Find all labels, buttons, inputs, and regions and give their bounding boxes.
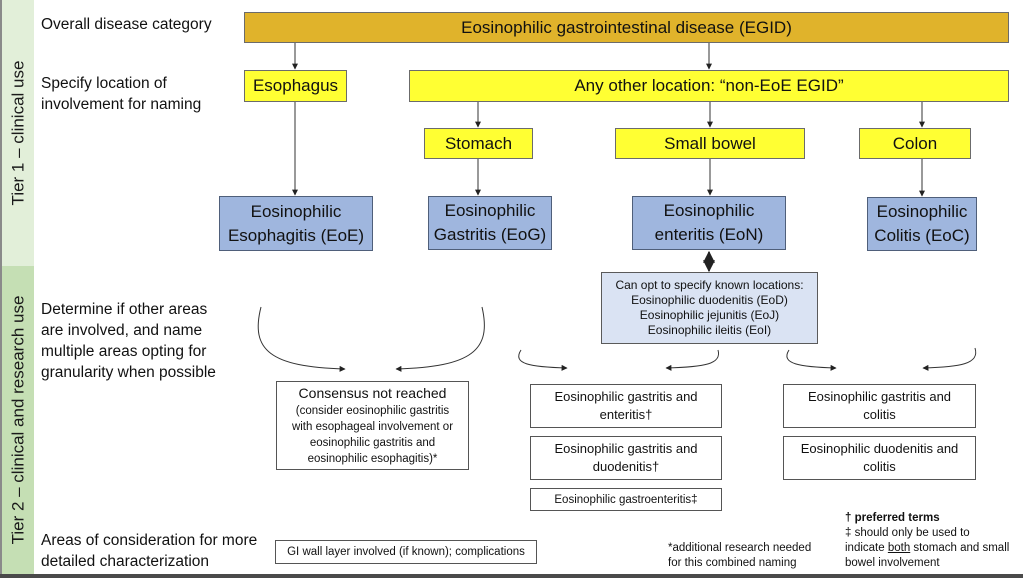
- specify-locations-line: Eosinophilic ileitis (EoI): [647, 323, 772, 337]
- row-label-areas: Areas of consideration for more detailed…: [41, 530, 257, 572]
- combined-term-line: Eosinophilic gastritis and: [807, 389, 952, 404]
- egid-category-box: Eosinophilic gastrointestinal disease (E…: [244, 12, 1009, 43]
- tier1-band: Tier 1 – clinical use: [2, 0, 34, 266]
- colon-text: Colon: [892, 133, 938, 153]
- row-label-specify: Specify location of involvement for nami…: [41, 73, 201, 115]
- stomach-box: Stomach: [424, 128, 533, 159]
- tier1-label: Tier 1 – clinical use: [8, 60, 27, 206]
- frame-bottom-border: [0, 574, 1023, 578]
- curved-arrow-eoe-left: [257, 306, 346, 372]
- consensus-line: eosinophilic esophagitis)*: [307, 453, 438, 465]
- eoc-box: Eosinophilic Colitis (EoC): [867, 197, 977, 251]
- eoc-text-line: Colitis (EoC): [874, 226, 970, 245]
- row-label-specify-line: Specify location of: [41, 75, 167, 92]
- eoe-text-line: Eosinophilic: [250, 201, 342, 221]
- egid-category-text: Eosinophilic gastrointestinal disease (E…: [461, 17, 792, 37]
- row-label-overall: Overall disease category: [41, 16, 212, 33]
- row-label-determine-line: Determine if other areas: [41, 301, 208, 318]
- consensus-line: (consider eosinophilic gastritis: [295, 405, 450, 417]
- dagger-footnote: † preferred terms: [845, 512, 940, 524]
- ddagger-text: stomach and small: [910, 542, 1010, 554]
- specify-locations-line: Eosinophilic jejunitis (EoJ): [639, 308, 780, 322]
- consensus-line: with esophageal involvement or: [291, 421, 454, 433]
- gastritis-duodenitis-box: Eosinophilic gastritis and duodenitis†: [530, 436, 722, 480]
- gastritis-enteritis-box: Eosinophilic gastritis and enteritis†: [530, 384, 722, 428]
- asterisk-footnote-line: *additional research needed: [668, 542, 812, 554]
- consensus-line: eosinophilic gastritis and: [309, 437, 436, 449]
- small-bowel-box: Small bowel: [615, 128, 805, 159]
- tier2-band: Tier 2 – clinical and research use: [2, 266, 34, 574]
- eon-text-line: Eosinophilic: [663, 201, 755, 220]
- stomach-text: Stomach: [444, 133, 513, 153]
- gi-wall-text: GI wall layer involved (if known); compl…: [287, 546, 525, 558]
- combined-term-line: Eosinophilic gastroenteritis‡: [554, 493, 698, 506]
- asterisk-footnote-line: for this combined naming: [668, 557, 797, 569]
- ddagger-underlined: both: [887, 542, 911, 554]
- gastritis-colitis-box: Eosinophilic gastritis and colitis: [783, 384, 976, 428]
- dagger-footnotes: † preferred terms ‡ should only be used …: [845, 511, 1009, 571]
- row-label-areas-line: Areas of consideration for more: [41, 532, 258, 549]
- curved-arrow-middle-right: [665, 349, 720, 371]
- specify-locations-line: Can opt to specify known locations:: [615, 278, 804, 292]
- consensus-title: Consensus not reached: [298, 385, 447, 401]
- frame-left-border: [0, 0, 2, 578]
- row-label-determine-line: granularity when possible: [41, 364, 216, 381]
- combined-term-line: enteritis†: [599, 407, 653, 422]
- duodenitis-colitis-box: Eosinophilic duodenitis and colitis: [783, 436, 976, 480]
- row-label-areas-line: detailed characterization: [41, 553, 210, 570]
- combined-term-line: colitis: [863, 407, 896, 422]
- other-location-box: Any other location: “non-EoE EGID”: [409, 70, 1009, 102]
- combined-term-line: Eosinophilic gastritis and: [554, 441, 698, 456]
- curved-arrow-eog-right: [395, 306, 485, 372]
- asterisk-footnote: *additional research needed for this com…: [668, 541, 811, 571]
- small-bowel-text: Small bowel: [664, 133, 756, 153]
- curved-arrow-middle-left: [518, 349, 568, 371]
- row-label-determine-line: are involved, and name: [41, 322, 203, 339]
- other-location-text: Any other location: “non-EoE EGID”: [574, 76, 844, 95]
- ddagger-footnote-line: ‡ should only be used to: [845, 527, 970, 539]
- eoe-text-line: Esophagitis (EoE): [227, 225, 365, 245]
- eog-box: Eosinophilic Gastritis (EoG): [428, 196, 552, 250]
- curved-arrow-right-left: [786, 349, 837, 371]
- eoe-box: Eosinophilic Esophagitis (EoE): [219, 196, 373, 251]
- curved-arrow-right-right: [922, 347, 977, 371]
- row-label-determine: Determine if other areas are involved, a…: [41, 299, 216, 383]
- eog-text-line: Eosinophilic: [444, 201, 536, 220]
- combined-term-line: duodenitis†: [592, 459, 660, 474]
- eon-text-line: enteritis (EoN): [654, 225, 764, 244]
- ddagger-footnote-line: bowel involvement: [845, 557, 940, 569]
- combined-term-line: Eosinophilic gastritis and: [554, 389, 698, 404]
- tier2-label: Tier 2 – clinical and research use: [8, 295, 28, 545]
- specify-locations-box: Can opt to specify known locations: Eosi…: [601, 272, 818, 344]
- row-label-determine-line: multiple areas opting for: [41, 343, 207, 360]
- ddagger-text: indicate: [845, 542, 888, 554]
- eoc-text-line: Eosinophilic: [876, 202, 968, 221]
- eon-box: Eosinophilic enteritis (EoN): [632, 196, 786, 250]
- specify-locations-line: Eosinophilic duodenitis (EoD): [631, 293, 788, 307]
- ddagger-footnote-line: indicate both stomach and small: [845, 541, 1009, 556]
- consensus-box: Consensus not reached (consider eosinoph…: [276, 381, 469, 470]
- gastroenteritis-box: Eosinophilic gastroenteritis‡: [530, 488, 722, 511]
- combined-term-line: colitis: [863, 459, 896, 474]
- row-label-specify-line: involvement for naming: [41, 96, 202, 113]
- esophagus-box: Esophagus: [244, 70, 347, 102]
- eog-text-line: Gastritis (EoG): [433, 225, 547, 244]
- colon-box: Colon: [859, 128, 971, 159]
- gi-wall-box: GI wall layer involved (if known); compl…: [275, 540, 537, 564]
- esophagus-text: Esophagus: [252, 76, 339, 95]
- combined-term-line: Eosinophilic duodenitis and: [800, 441, 959, 456]
